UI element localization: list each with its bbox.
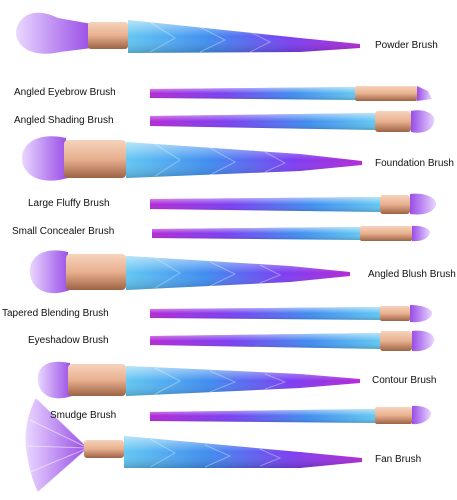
foundation-brush [22, 136, 362, 181]
label-contour-brush: Contour Brush [372, 375, 437, 386]
label-eyeshadow-brush: Eyeshadow Brush [28, 335, 109, 346]
angled-eyebrow-brush [150, 86, 432, 101]
label-angled-eyebrow-brush: Angled Eyebrow Brush [14, 87, 116, 98]
angled-blush-brush [29, 250, 350, 294]
label-foundation-brush: Foundation Brush [375, 158, 454, 169]
label-angled-blush-brush: Angled Blush Brush [368, 269, 456, 280]
label-smudge-brush: Smudge Brush [50, 410, 117, 421]
tapered-blending-brush [150, 305, 433, 323]
label-small-concealer-brush: Small Concealer Brush [12, 226, 115, 237]
label-large-fluffy-brush: Large Fluffy Brush [28, 198, 110, 209]
angled-shading-brush [150, 110, 435, 133]
label-angled-shading-brush: Angled Shading Brush [14, 115, 114, 126]
contour-brush [37, 361, 360, 399]
smudge-brush [150, 405, 432, 425]
label-powder-brush: Powder Brush [375, 40, 438, 51]
fan-brush [25, 397, 362, 493]
large-fluffy-brush [150, 193, 437, 215]
label-tapered-blending-brush: Tapered Blending Brush [2, 308, 109, 319]
small-concealer-brush [152, 225, 431, 242]
powder-brush [16, 12, 360, 54]
label-fan-brush: Fan Brush [375, 454, 422, 465]
eyeshadow-brush [150, 330, 435, 352]
